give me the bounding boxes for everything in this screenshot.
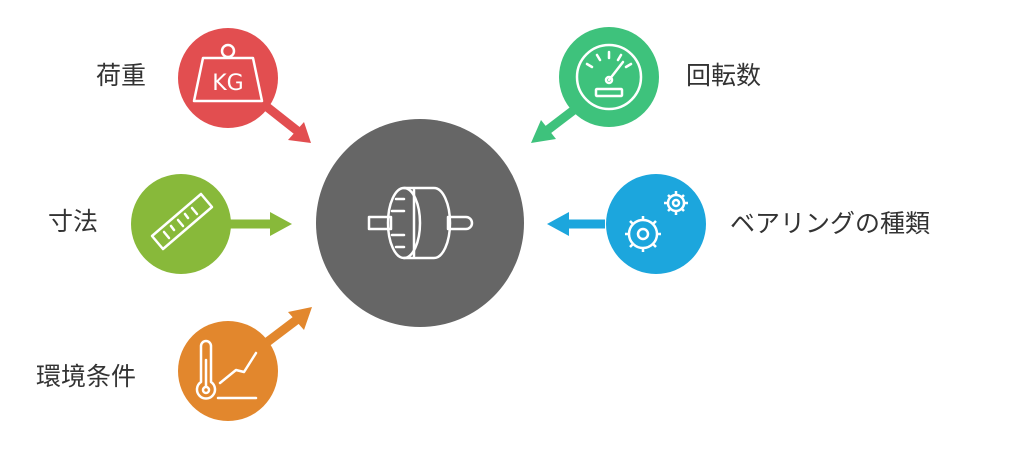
environment-arrowhead: [288, 307, 312, 330]
size-arrowhead: [270, 212, 292, 236]
label-bearing-type: ベアリングの種類: [730, 209, 931, 238]
factor-environment: [178, 307, 312, 421]
label-load: 荷重: [96, 61, 147, 90]
weight-kg-icon: KG: [192, 43, 264, 103]
speedometer-icon: [575, 43, 643, 111]
factor-bearing-type: [547, 174, 706, 274]
factor-size: [131, 174, 292, 274]
center-hub: [316, 119, 524, 327]
bearing-roller-icon: [367, 186, 474, 260]
label-speed: 回転数: [686, 61, 762, 90]
bearing-arrowhead: [547, 212, 569, 236]
load-circle: [178, 28, 278, 128]
factor-speed: [531, 27, 659, 143]
load-arrowhead: [288, 122, 311, 143]
gears-icon: [625, 191, 688, 252]
kg-icon-text: KG: [212, 71, 243, 96]
label-environment: 環境条件: [36, 362, 137, 391]
thermometer-icon: [195, 339, 258, 400]
load-arrow-shaft: [259, 99, 303, 137]
factor-load: KG: [178, 28, 311, 143]
speed-arrowhead: [531, 120, 556, 143]
ruler-icon: [150, 192, 214, 251]
environment-circle: [178, 321, 278, 421]
bearing-circle: [606, 174, 706, 274]
label-size: 寸法: [48, 207, 99, 236]
